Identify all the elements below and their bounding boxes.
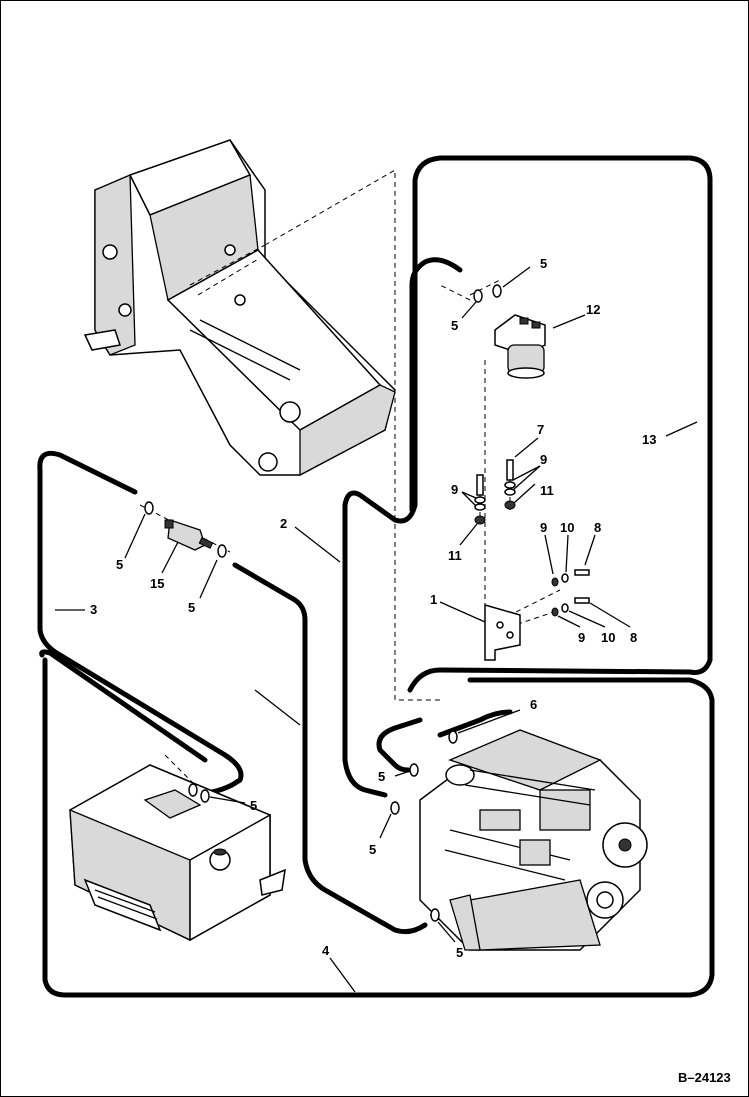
hose-13	[407, 155, 713, 693]
callout-3: 3	[90, 602, 97, 617]
mounting-bracket	[484, 604, 521, 661]
callout-8: 8	[630, 630, 637, 645]
hose-clamps	[144, 284, 502, 922]
callout-5: 5	[378, 769, 385, 784]
callout-15: 15	[150, 576, 164, 591]
engine	[419, 729, 648, 951]
callout-6: 6	[530, 697, 537, 712]
callout-9: 9	[451, 482, 458, 497]
fuel-filter	[494, 314, 546, 379]
callout-11: 11	[448, 548, 462, 563]
callout-10: 10	[601, 630, 615, 645]
callout-9: 9	[578, 630, 585, 645]
callout-labels: 5 5 12 7 9 9 11 11 13 9 10 8 1 9 10 8 2 …	[90, 256, 656, 960]
fuel-tank	[69, 764, 286, 942]
callout-5: 5	[451, 318, 458, 333]
fuel-hoses	[37, 155, 715, 998]
callout-5: 5	[456, 945, 463, 960]
callout-5: 5	[369, 842, 376, 857]
fastener-hardware	[474, 459, 590, 617]
callout-1: 1	[430, 592, 437, 607]
callout-9: 9	[540, 452, 547, 467]
figure-id: B–24123	[678, 1070, 731, 1085]
callout-10: 10	[560, 520, 574, 535]
callout-8: 8	[594, 520, 601, 535]
hose-4	[39, 649, 715, 998]
callout-5: 5	[188, 600, 195, 615]
callout-5: 5	[250, 798, 257, 813]
callout-4: 4	[322, 943, 330, 958]
callout-9: 9	[540, 520, 547, 535]
callout-2: 2	[280, 516, 287, 531]
leader-lines	[55, 266, 698, 993]
hose-3	[37, 450, 244, 795]
callout-5: 5	[116, 557, 123, 572]
callout-13: 13	[642, 432, 656, 447]
callout-11: 11	[540, 483, 554, 498]
hose-6	[376, 717, 423, 773]
callout-12: 12	[586, 302, 600, 317]
loader-frame-illustration	[83, 139, 396, 477]
inline-fuel-filter	[164, 519, 214, 551]
callout-5: 5	[540, 256, 547, 271]
callout-7: 7	[537, 422, 544, 437]
